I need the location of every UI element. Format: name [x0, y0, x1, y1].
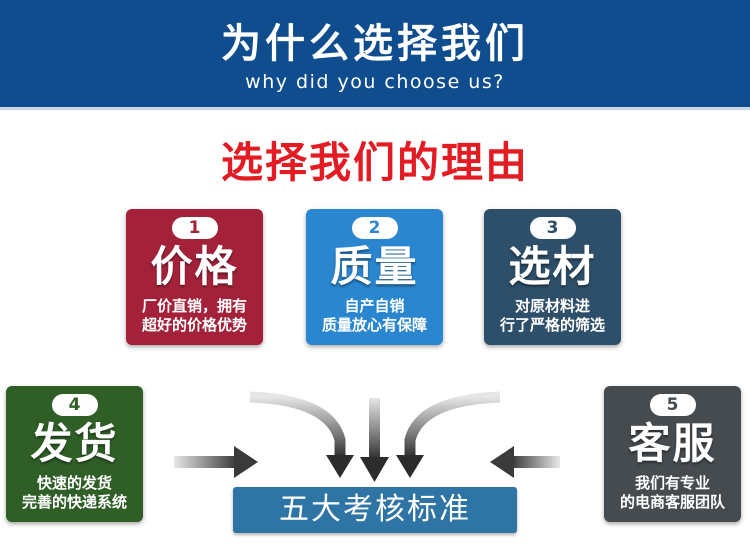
card-number: 4 [51, 394, 98, 416]
card-desc-line: 快速的发货 [36, 474, 112, 492]
curved-arrow-right-icon [404, 391, 501, 458]
card-desc-line: 超好的价格优势 [141, 316, 247, 334]
straight-arrow-middle-icon [369, 398, 380, 460]
reason-title: 选择我们的理由 [220, 138, 529, 187]
card-desc-line: 质量放心有保障 [321, 316, 427, 334]
arrowhead-icon [234, 446, 258, 478]
arrowhead-icon [326, 455, 354, 478]
header-title: 为什么选择我们 [221, 20, 529, 67]
card-desc-line: 对原材料进 [514, 297, 590, 315]
card-number: 3 [529, 217, 576, 239]
card-service: 5 客服 我们有专业 的电商客服团队 [604, 386, 741, 522]
card-material: 3 选材 对原材料进 行了严格的筛选 [484, 209, 621, 345]
card-desc-line: 我们有专业 [634, 474, 710, 492]
card-number: 2 [351, 217, 398, 239]
card-desc-line: 厂价直销，拥有 [141, 297, 247, 315]
card-number: 1 [171, 217, 218, 239]
card-title: 客服 [628, 419, 717, 468]
card-desc-line: 行了严格的筛选 [499, 316, 605, 334]
card-desc-line: 自产自销 [344, 297, 405, 315]
arrow-left-side-icon [174, 456, 236, 468]
card-shipping: 4 发货 快速的发货 完善的快递系统 [6, 386, 143, 522]
five-standards-label: 五大考核标准 [233, 487, 517, 533]
card-title: 选材 [508, 242, 597, 291]
header-banner: 为什么选择我们 why did you choose us? [0, 0, 750, 110]
card-quality: 2 质量 自产自销 质量放心有保障 [306, 209, 443, 345]
arrowhead-icon [396, 455, 424, 478]
arrowhead-icon [360, 457, 389, 482]
card-title: 发货 [30, 419, 119, 468]
card-desc-line: 的电商客服团队 [619, 493, 725, 511]
card-desc-line: 完善的快递系统 [21, 493, 127, 511]
card-number: 5 [649, 394, 696, 416]
arrow-right-side-icon [512, 456, 560, 468]
card-price: 1 价格 厂价直销，拥有 超好的价格优势 [126, 209, 263, 345]
card-title: 质量 [330, 242, 419, 291]
arrowhead-icon [490, 446, 514, 478]
curved-arrow-left-icon [249, 391, 346, 458]
card-title: 价格 [150, 242, 239, 291]
header-subtitle: why did you choose us? [245, 71, 505, 93]
